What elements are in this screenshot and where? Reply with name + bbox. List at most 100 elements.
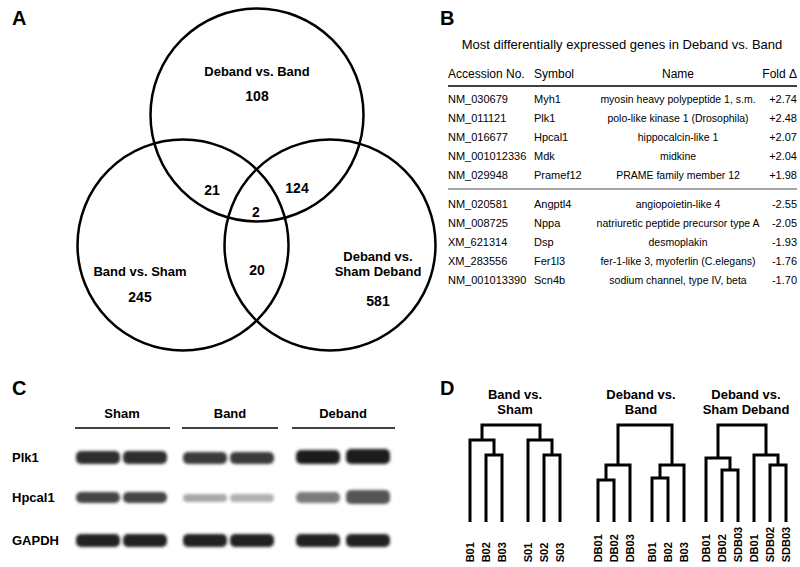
sample-label: B02 [662,542,675,562]
venn-circle: Deband vs. Band 108 [149,7,365,223]
sample-label: DB03 [624,534,637,562]
sample-label: DB01 [592,534,605,562]
venn-circle: Deband vs. Sham Deband 581 [223,138,437,352]
table-cell: NM_008725 [448,217,508,230]
table-cell: -1.76 [772,255,797,268]
table-cell: myosin heavy polypeptide 1, s.m. [600,93,755,105]
table-cell: sodium channel, type IV, beta [609,274,746,286]
table-header: Accession No. [448,68,525,82]
set-name: Deband vs. Sham Deband [330,250,426,280]
blot-band [76,451,120,464]
dendrogram-tree [470,425,560,522]
table-cell: polo-like kinase 1 (Drosophila) [607,112,748,124]
blot-band [183,534,227,547]
table-cell: Dsp [534,236,554,249]
venn-circle: Band vs. Sham 245 [76,138,290,352]
blot-band [183,452,227,464]
sample-label: B01 [646,542,659,562]
table-cell: Pramef12 [534,169,582,182]
blot-band [346,449,390,464]
table-header: Name [662,68,694,82]
table-cell: +2.74 [769,93,797,106]
circle-outline [78,140,289,351]
table-cell: Myh1 [534,93,561,106]
overlap-count: 21 [204,182,220,198]
panel-letter: B [440,7,454,30]
panel-letter: D [440,377,454,400]
blot-band [123,534,167,547]
blot-band [346,534,390,547]
dendrogram [470,425,786,522]
sample-label: SDB03 [732,527,745,562]
overlap-count: 2 [252,204,260,220]
table-cell: Mdk [534,150,555,163]
sample-label: S02 [538,542,551,562]
table-cell: fer-1-like 3, myoferlin (C.elegans) [600,255,755,267]
circle-outline [149,7,365,223]
dendrogram-title: Deband vs. Band [599,388,683,418]
group-label: Band [214,407,247,422]
blot-band [230,452,274,464]
group-label: Deband [319,407,367,422]
protein-label: Plk1 [12,451,39,466]
sample-label: B03 [678,542,691,562]
table-title: Most differentially expressed genes in D… [462,38,783,53]
blot-band [296,492,340,503]
table-cell: -2.55 [772,198,797,211]
blot-band [123,492,167,503]
table-cell: NM_029948 [448,169,508,182]
table-cell: +2.48 [769,112,797,125]
protein-label: GAPDH [12,534,59,549]
table-cell: +1.98 [769,169,797,182]
table-cell: natriuretic peptide precursor type A [597,217,760,229]
blot-band [123,451,167,464]
circle-outline [225,140,436,351]
dendrogram-tree [706,425,786,522]
table-cell: -1.93 [772,236,797,249]
table-separator [448,188,797,190]
table-cell: Angptl4 [534,198,571,211]
set-name: Band vs. Sham [93,265,186,280]
table-cell: Plk1 [534,112,555,125]
group-underline [292,427,395,429]
blot-band [296,534,340,547]
gene-count: 108 [245,88,268,104]
blot-band [296,450,340,464]
sample-label: B03 [496,542,509,562]
table-cell: desmoplakin [649,236,708,248]
table-cell: NM_030679 [448,93,508,106]
sample-label: DB01 [700,534,713,562]
blot-band [76,534,120,547]
table-header: Fold Δ [762,68,797,82]
blot-band [76,492,120,503]
table-cell: XM_283556 [448,255,507,268]
dendrogram-tree [598,425,684,522]
gene-count: 581 [366,293,389,309]
blot-band [230,494,274,502]
blot-band [346,490,390,504]
table-cell: -1.70 [772,274,797,287]
gene-count: 245 [128,289,151,305]
table-cell: PRAME family member 12 [616,169,740,181]
blot-band [230,534,274,547]
table-cell: Fer1l3 [534,255,565,268]
sample-label: DB02 [716,534,729,562]
sample-label: S01 [522,542,535,562]
table-header: Symbol [534,68,574,82]
table-cell: NM_020581 [448,198,508,211]
blot-band [183,494,227,502]
sample-label: DB02 [608,534,621,562]
table-cell: NM_011121 [448,112,506,125]
panel-letter: C [12,377,26,400]
table-cell: -2.05 [772,217,797,230]
sample-label: SDB02 [764,527,777,562]
overlap-count: 124 [285,180,308,196]
table-cell: XM_621314 [448,236,507,249]
table-cell: +2.04 [769,150,797,163]
table-cell: angiopoietin-like 4 [636,198,721,210]
set-name: Deband vs. Band [204,65,309,80]
table-cell: Scn4b [534,274,565,287]
table-cell: NM_016677 [448,131,508,144]
table-cell: hippocalcin-like 1 [638,131,719,143]
